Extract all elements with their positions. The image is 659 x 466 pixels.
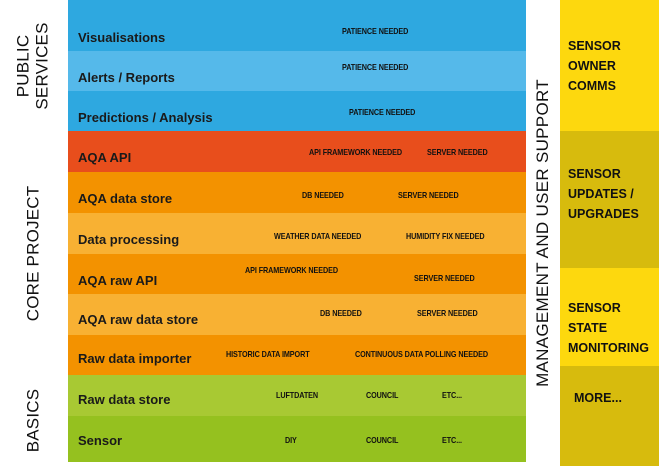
layer-tag: API FRAMEWORK NEEDED — [309, 147, 403, 157]
layer-tag: SERVER NEEDED — [414, 273, 475, 283]
group-core-project: CORE PROJECT — [0, 131, 66, 375]
layer-tag: WEATHER DATA NEEDED — [274, 231, 362, 241]
mgmt-more: MORE... — [560, 366, 659, 466]
layer-name: Raw data store — [78, 392, 171, 407]
layer-tag: PATIENCE NEEDED — [342, 62, 409, 72]
group-basics: BASICS — [0, 375, 66, 466]
mgmt-sensor-updates: SENSOR UPDATES / UPGRADES — [560, 131, 659, 268]
layer-raw-data-store: Raw data store LUFTDATEN COUNCIL ETC... — [68, 375, 526, 416]
mgmt-label: SENSOR STATE MONITORING — [568, 301, 650, 355]
layer-aqa-raw-api: AQA raw API API FRAMEWORK NEEDED SERVER … — [68, 254, 526, 294]
layer-predictions-analysis: Predictions / Analysis PATIENCE NEEDED — [68, 91, 526, 131]
mgmt-sensor-state-monitoring: SENSOR STATE MONITORING — [560, 268, 659, 366]
layer-tag: SERVER NEEDED — [427, 147, 488, 157]
layer-tag: ETC... — [442, 390, 462, 400]
management-user-support-label: MANAGEMENT AND USER SUPPORT — [533, 79, 553, 387]
layer-visualisations: Visualisations PATIENCE NEEDED — [68, 0, 526, 51]
layer-tag: HUMIDITY FIX NEEDED — [406, 231, 485, 241]
layer-tag: CONTINUOUS DATA POLLING NEEDED — [355, 349, 488, 359]
group-label-public-services: PUBLIC SERVICES — [14, 21, 53, 110]
layer-aqa-raw-data-store: AQA raw data store DB NEEDED SERVER NEED… — [68, 294, 526, 335]
layer-name: Data processing — [78, 232, 180, 247]
layer-name: Visualisations — [78, 30, 166, 45]
layer-tag: PATIENCE NEEDED — [342, 26, 409, 36]
layer-name: AQA raw data store — [78, 312, 199, 327]
layer-tag: DIY — [285, 435, 297, 445]
layer-name: AQA raw API — [78, 273, 158, 288]
mgmt-sensor-owner-comms: SENSOR OWNER COMMS — [560, 0, 659, 131]
layer-tag: DB NEEDED — [302, 190, 344, 200]
layer-tag: PATIENCE NEEDED — [349, 107, 416, 117]
layer-alerts-reports: Alerts / Reports PATIENCE NEEDED — [68, 51, 526, 91]
layer-name: Alerts / Reports — [78, 70, 175, 85]
layer-sensor: Sensor DIY COUNCIL ETC... — [68, 416, 526, 462]
layer-tag: ETC... — [442, 435, 462, 445]
layer-raw-data-importer: Raw data importer HISTORIC DATA IMPORT C… — [68, 335, 526, 375]
layer-tag: API FRAMEWORK NEEDED — [245, 265, 339, 275]
layer-tag: SERVER NEEDED — [398, 190, 459, 200]
management-user-support-label-wrap: MANAGEMENT AND USER SUPPORT — [526, 0, 560, 466]
mgmt-label: SENSOR UPDATES / UPGRADES — [568, 167, 639, 221]
management-column: SENSOR OWNER COMMS SENSOR UPDATES / UPGR… — [560, 0, 659, 466]
group-label-core-project: CORE PROJECT — [23, 185, 43, 321]
layer-name: AQA API — [78, 150, 132, 165]
layer-name: Predictions / Analysis — [78, 110, 213, 125]
group-label-basics: BASICS — [23, 388, 43, 453]
layer-tag: DB NEEDED — [320, 308, 362, 318]
group-public-services: PUBLIC SERVICES — [0, 0, 66, 131]
mgmt-label: SENSOR OWNER COMMS — [568, 39, 621, 93]
mgmt-label: MORE... — [574, 391, 622, 405]
layer-aqa-api: AQA API API FRAMEWORK NEEDED SERVER NEED… — [68, 131, 526, 172]
layer-name: AQA data store — [78, 191, 173, 206]
layer-tag: COUNCIL — [366, 390, 399, 400]
layer-tag: LUFTDATEN — [276, 390, 319, 400]
layer-aqa-data-store: AQA data store DB NEEDED SERVER NEEDED — [68, 172, 526, 213]
layer-data-processing: Data processing WEATHER DATA NEEDED HUMI… — [68, 213, 526, 254]
layer-name: Sensor — [78, 433, 123, 448]
layer-tag: COUNCIL — [366, 435, 399, 445]
layer-tag: HISTORIC DATA IMPORT — [226, 349, 310, 359]
layer-name: Raw data importer — [78, 351, 192, 366]
layer-tag: SERVER NEEDED — [417, 308, 478, 318]
